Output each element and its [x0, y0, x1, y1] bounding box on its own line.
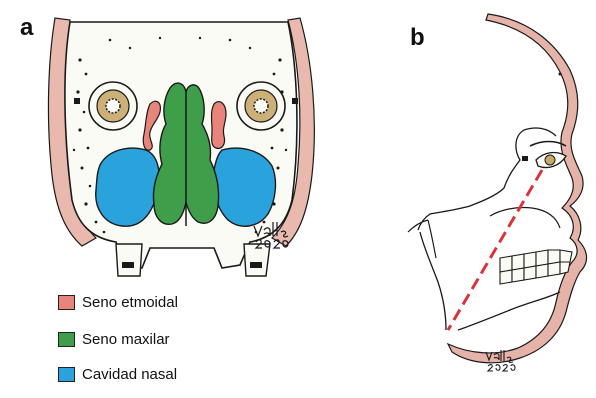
panel-b-signature [486, 350, 515, 371]
panel-a-signature [254, 222, 288, 248]
